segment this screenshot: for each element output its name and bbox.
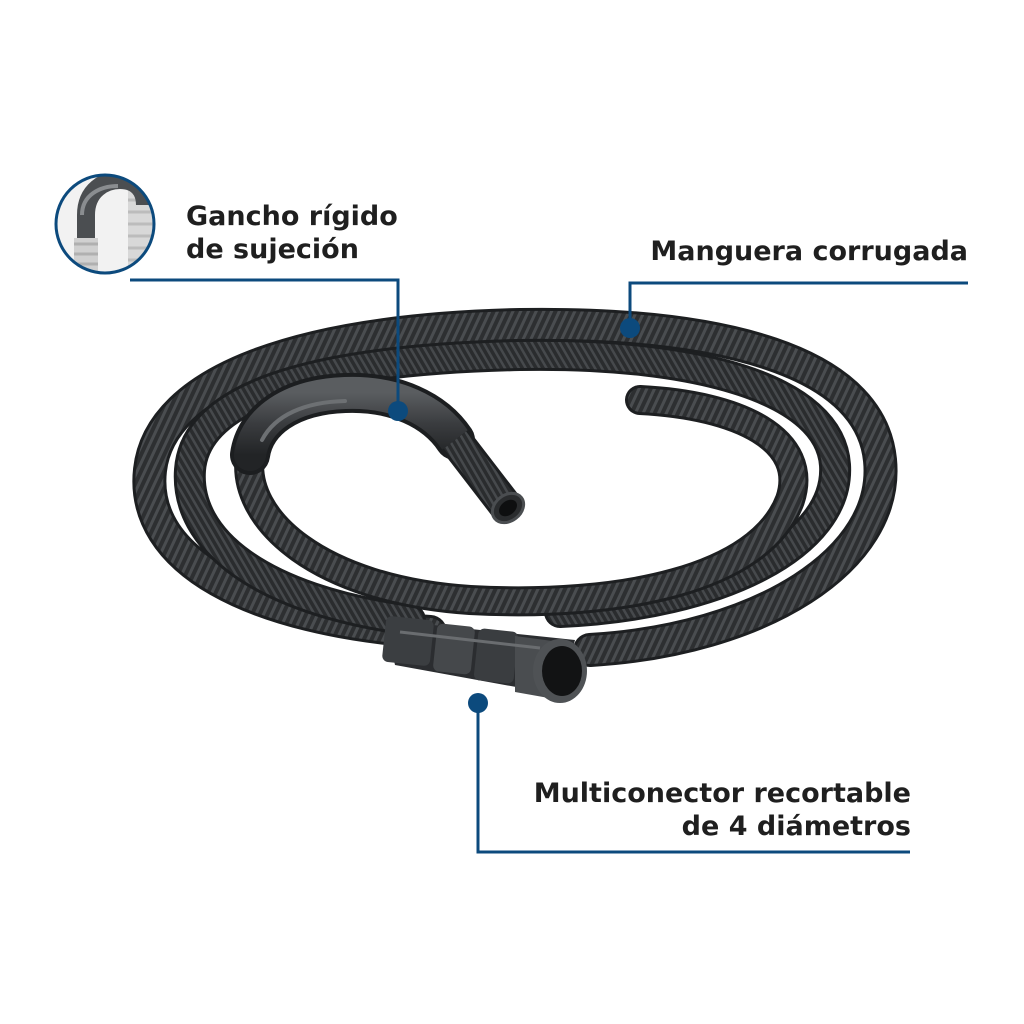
rigid-hook (230, 372, 526, 525)
callout-label-multiconector: Multiconector recortable de 4 diámetros (534, 777, 911, 843)
callout-label-manguera: Manguera corrugada (650, 235, 968, 268)
callout-dot-manguera (620, 318, 640, 338)
callout-manguera-line1: Manguera corrugada (650, 236, 968, 267)
callout-lines (130, 278, 968, 854)
callout-dot-multi (468, 693, 488, 713)
callout-label-gancho: Gancho rígido de sujeción (186, 200, 398, 266)
callout-dot-gancho (388, 401, 408, 421)
hook-detail-icon (54, 173, 156, 275)
callout-multi-line1: Multiconector recortable (533, 778, 911, 809)
corrugated-hose (132, 307, 898, 667)
callout-line-manguera (628, 281, 968, 328)
callout-gancho-line2: de sujeción (186, 234, 359, 265)
callout-line-gancho (130, 278, 400, 410)
callout-gancho-line1: Gancho rígido (186, 201, 398, 232)
callout-multi-line2: de 4 diámetros (681, 811, 911, 842)
callout-line-multi (476, 703, 910, 854)
multiconnector (382, 616, 587, 703)
